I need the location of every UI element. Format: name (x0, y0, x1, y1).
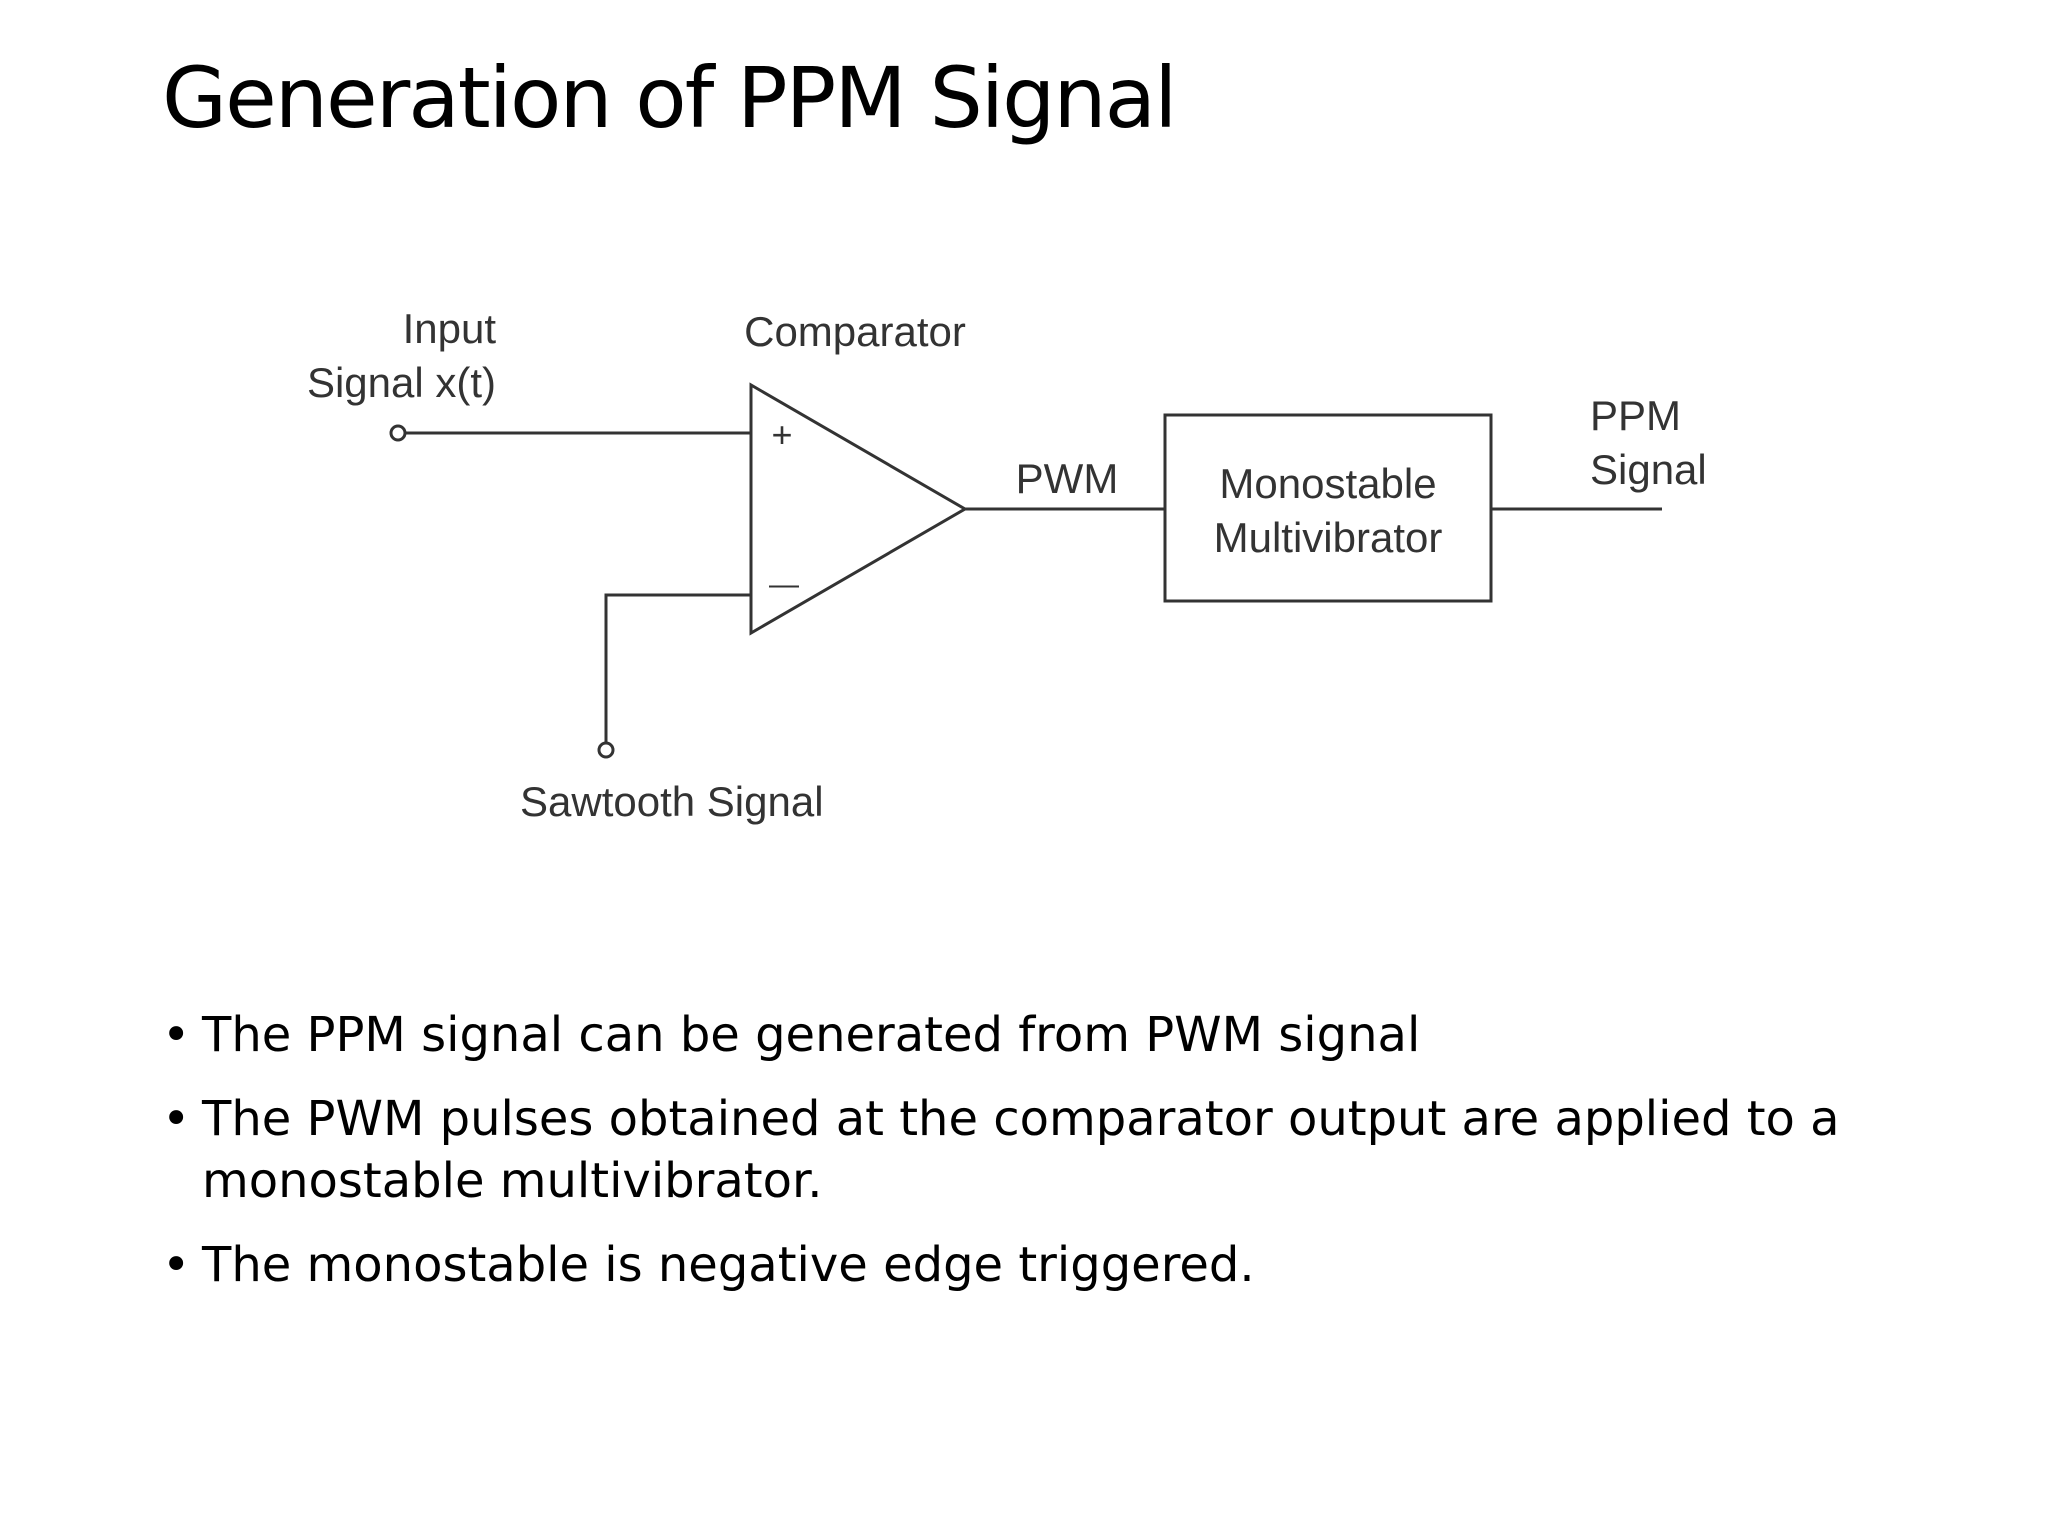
monostable-multivibrator-block (1163, 413, 1493, 603)
ppm-block-diagram: Input Signal x(t) Comparator + — PWM Mon… (307, 305, 1707, 825)
bullet-dot: • (162, 1091, 191, 1147)
minus-sign: — (769, 568, 799, 601)
bullet-text: The PPM signal can be generated from PWM… (202, 1007, 1421, 1063)
bullet-dot: • (162, 1007, 191, 1063)
sawtooth-wire (604, 593, 751, 742)
comparator-symbol (749, 382, 968, 636)
plus-sign: + (771, 414, 792, 455)
slide-title: Generation of PPM Signal (162, 49, 1177, 147)
input-terminal (389, 424, 407, 442)
bullet-list: • The PPM signal can be generated from P… (162, 1004, 1862, 1318)
output-label-line1: PPM (1590, 392, 1681, 439)
sawtooth-terminal (597, 741, 615, 759)
bullet-dot: • (162, 1237, 191, 1293)
input-label-line2: Signal x(t) (307, 359, 496, 406)
pwm-label: PWM (1016, 455, 1119, 502)
bullet-text: The PWM pulses obtained at the comparato… (202, 1091, 1840, 1209)
sawtooth-label: Sawtooth Signal (520, 778, 824, 825)
block-label-line2: Multivibrator (1214, 514, 1443, 561)
bullet-item: • The PPM signal can be generated from P… (162, 1004, 1862, 1066)
bullet-item: • The monostable is negative edge trigge… (162, 1234, 1862, 1296)
comparator-label: Comparator (744, 308, 966, 355)
input-label-line1: Input (403, 305, 497, 352)
output-label-line2: Signal (1590, 446, 1707, 493)
bullet-text: The monostable is negative edge triggere… (202, 1237, 1255, 1293)
bullet-item: • The PWM pulses obtained at the compara… (162, 1088, 1862, 1212)
block-label-line1: Monostable (1219, 460, 1436, 507)
